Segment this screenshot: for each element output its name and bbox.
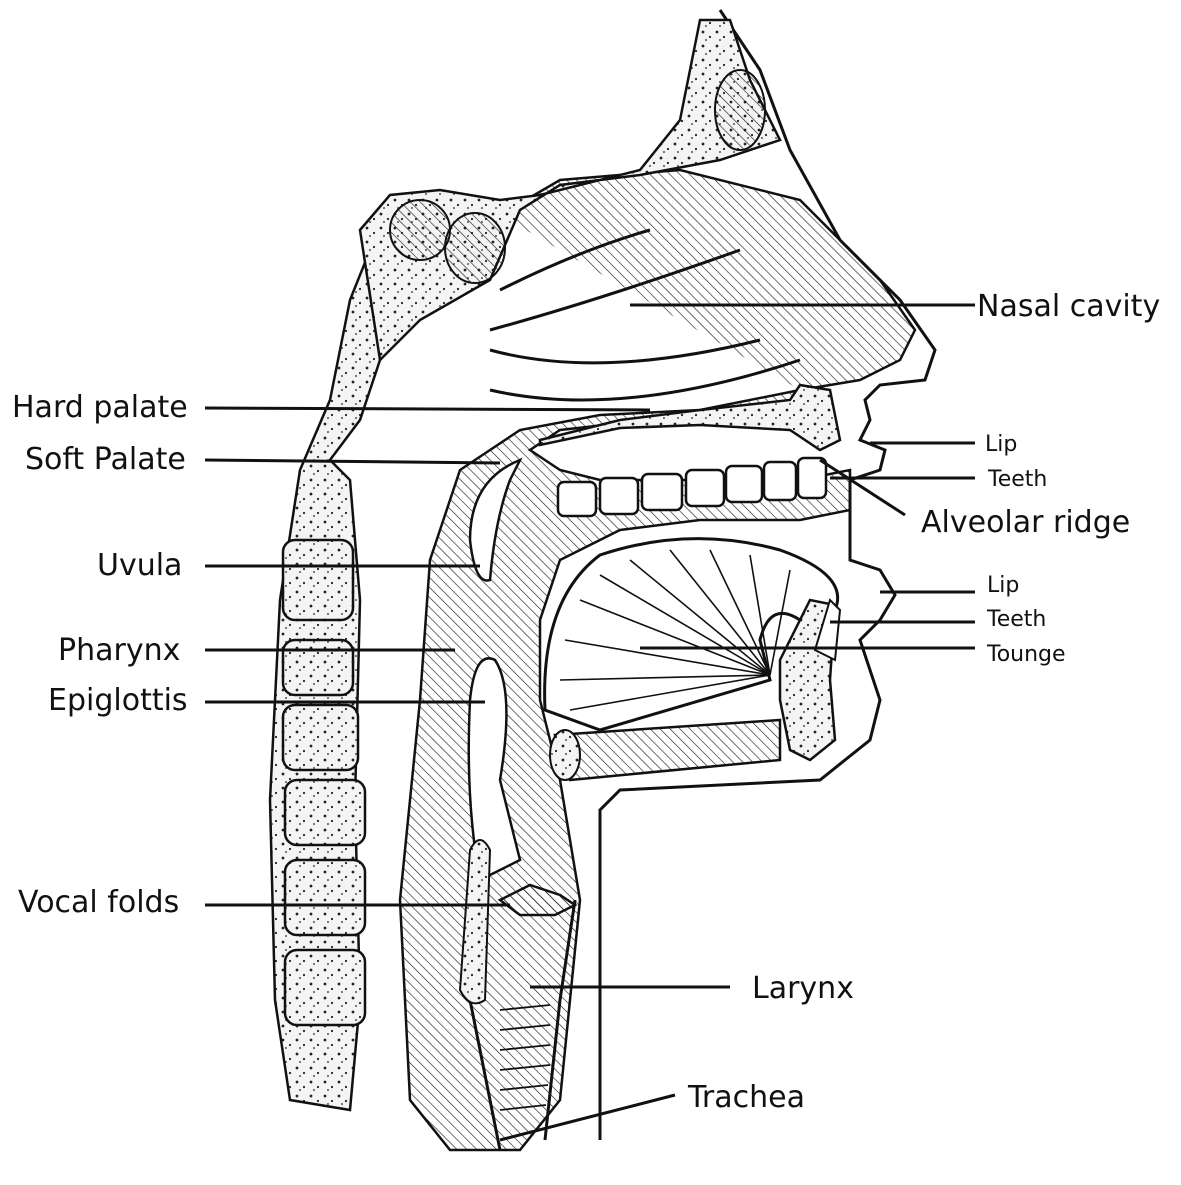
lower-teeth-shape <box>813 598 842 662</box>
label-upper-teeth: Teeth <box>988 467 1048 492</box>
uvula-shape <box>468 457 523 582</box>
leader-lines <box>204 303 975 1142</box>
hard-palate-bone <box>538 383 842 452</box>
label-nasal-cavity: Nasal cavity <box>977 289 1161 324</box>
label-upper-lip: Lip <box>985 432 1018 457</box>
label-alveolar-ridge: Alveolar ridge <box>921 505 1131 540</box>
label-tongue: Tounge <box>987 642 1066 667</box>
label-larynx: Larynx <box>752 971 854 1006</box>
sinus-3 <box>714 69 766 151</box>
upper-teeth <box>556 456 828 518</box>
sinus-2 <box>444 212 506 284</box>
label-vocal-folds: Vocal folds <box>18 885 180 920</box>
label-pharynx: Pharynx <box>58 633 181 668</box>
nasal-turbinates <box>489 228 801 402</box>
vertebrae <box>281 538 367 1027</box>
epiglottis-shape <box>467 657 522 882</box>
label-hard-palate: Hard palate <box>12 390 188 425</box>
label-trachea: Trachea <box>688 1080 805 1115</box>
label-lower-lip: Lip <box>987 573 1020 598</box>
label-lower-teeth: Teeth <box>987 607 1047 632</box>
thyroid-cartilage <box>458 839 492 1005</box>
label-uvula: Uvula <box>97 548 183 583</box>
label-epiglottis: Epiglottis <box>48 683 188 718</box>
trachea-rings <box>499 1004 551 1111</box>
hyoid <box>549 729 581 781</box>
sinus-1 <box>389 199 451 261</box>
floor-of-mouth <box>553 718 782 782</box>
tongue-fibers <box>559 549 791 711</box>
vocal-folds-shape <box>497 883 578 917</box>
face-profile <box>598 9 937 1140</box>
label-soft-palate: Soft Palate <box>25 442 186 477</box>
